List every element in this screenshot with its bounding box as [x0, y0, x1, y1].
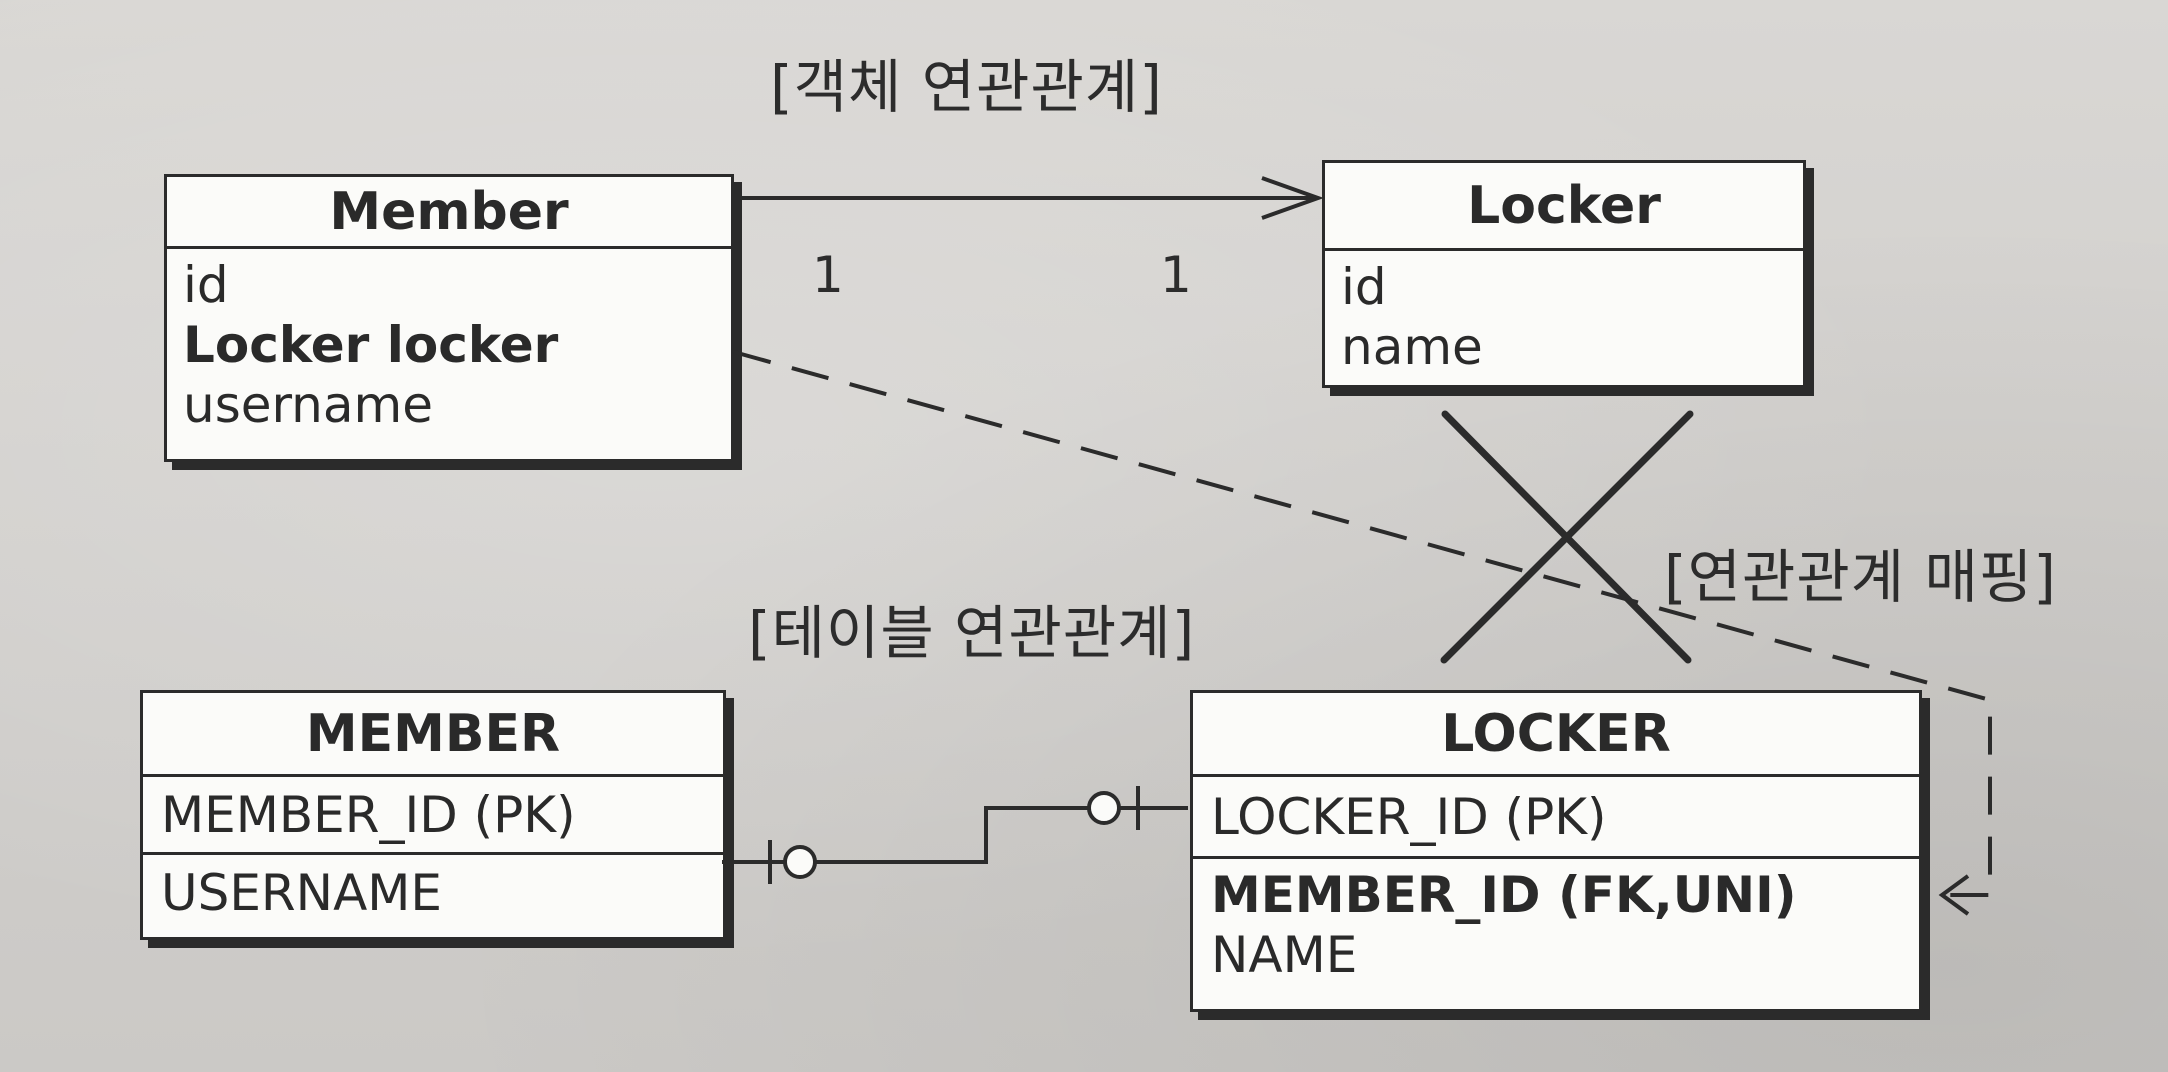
object-relation-caption: [객체 연관관계] [770, 53, 1163, 121]
cross-mark-icon [1440, 410, 1694, 664]
table-relation-caption: [테이블 연관관계] [748, 599, 1196, 667]
locker-class-box: Locker id name [1322, 160, 1806, 388]
member-table-title: MEMBER [143, 693, 723, 777]
member-table-pk-section: MEMBER_ID (PK) [143, 777, 723, 855]
association-arrow [731, 176, 1324, 220]
multiplicity-target: 1 [1160, 246, 1192, 304]
locker-class-fields: id name [1325, 251, 1803, 377]
member-field-username: username [183, 376, 433, 434]
locker-table-columns: MEMBER_ID (FK,UNI) NAME [1193, 859, 1919, 1003]
member-table-col-username: USERNAME [161, 864, 443, 922]
locker-table-pk: LOCKER_ID (PK) [1211, 787, 1607, 846]
locker-class-title: Locker [1325, 163, 1803, 251]
locker-table-col-member-id: MEMBER_ID (FK,UNI) [1211, 866, 1797, 924]
member-class-box: Member id Locker locker username [164, 174, 734, 462]
member-field-locker: Locker locker [183, 316, 559, 374]
member-table-pk: MEMBER_ID (PK) [161, 785, 576, 844]
locker-table-col-name: NAME [1211, 926, 1358, 984]
member-class-fields: id Locker locker username [167, 249, 731, 435]
mapping-dashed-arrow [733, 350, 1992, 916]
locker-field-name: name [1341, 318, 1483, 376]
member-field-id: id [183, 256, 229, 314]
multiplicity-source: 1 [812, 246, 844, 304]
locker-table-pk-section: LOCKER_ID (PK) [1193, 777, 1919, 859]
locker-table-box: LOCKER LOCKER_ID (PK) MEMBER_ID (FK,UNI)… [1190, 690, 1922, 1012]
table-relationship-connector [722, 786, 1188, 884]
locker-table-title: LOCKER [1193, 693, 1919, 777]
member-table-box: MEMBER MEMBER_ID (PK) USERNAME [140, 690, 726, 940]
member-class-title: Member [167, 177, 731, 249]
locker-field-id: id [1341, 258, 1387, 316]
member-table-columns: USERNAME [143, 855, 723, 931]
mapping-caption: [연관관계 매핑] [1664, 543, 2057, 611]
